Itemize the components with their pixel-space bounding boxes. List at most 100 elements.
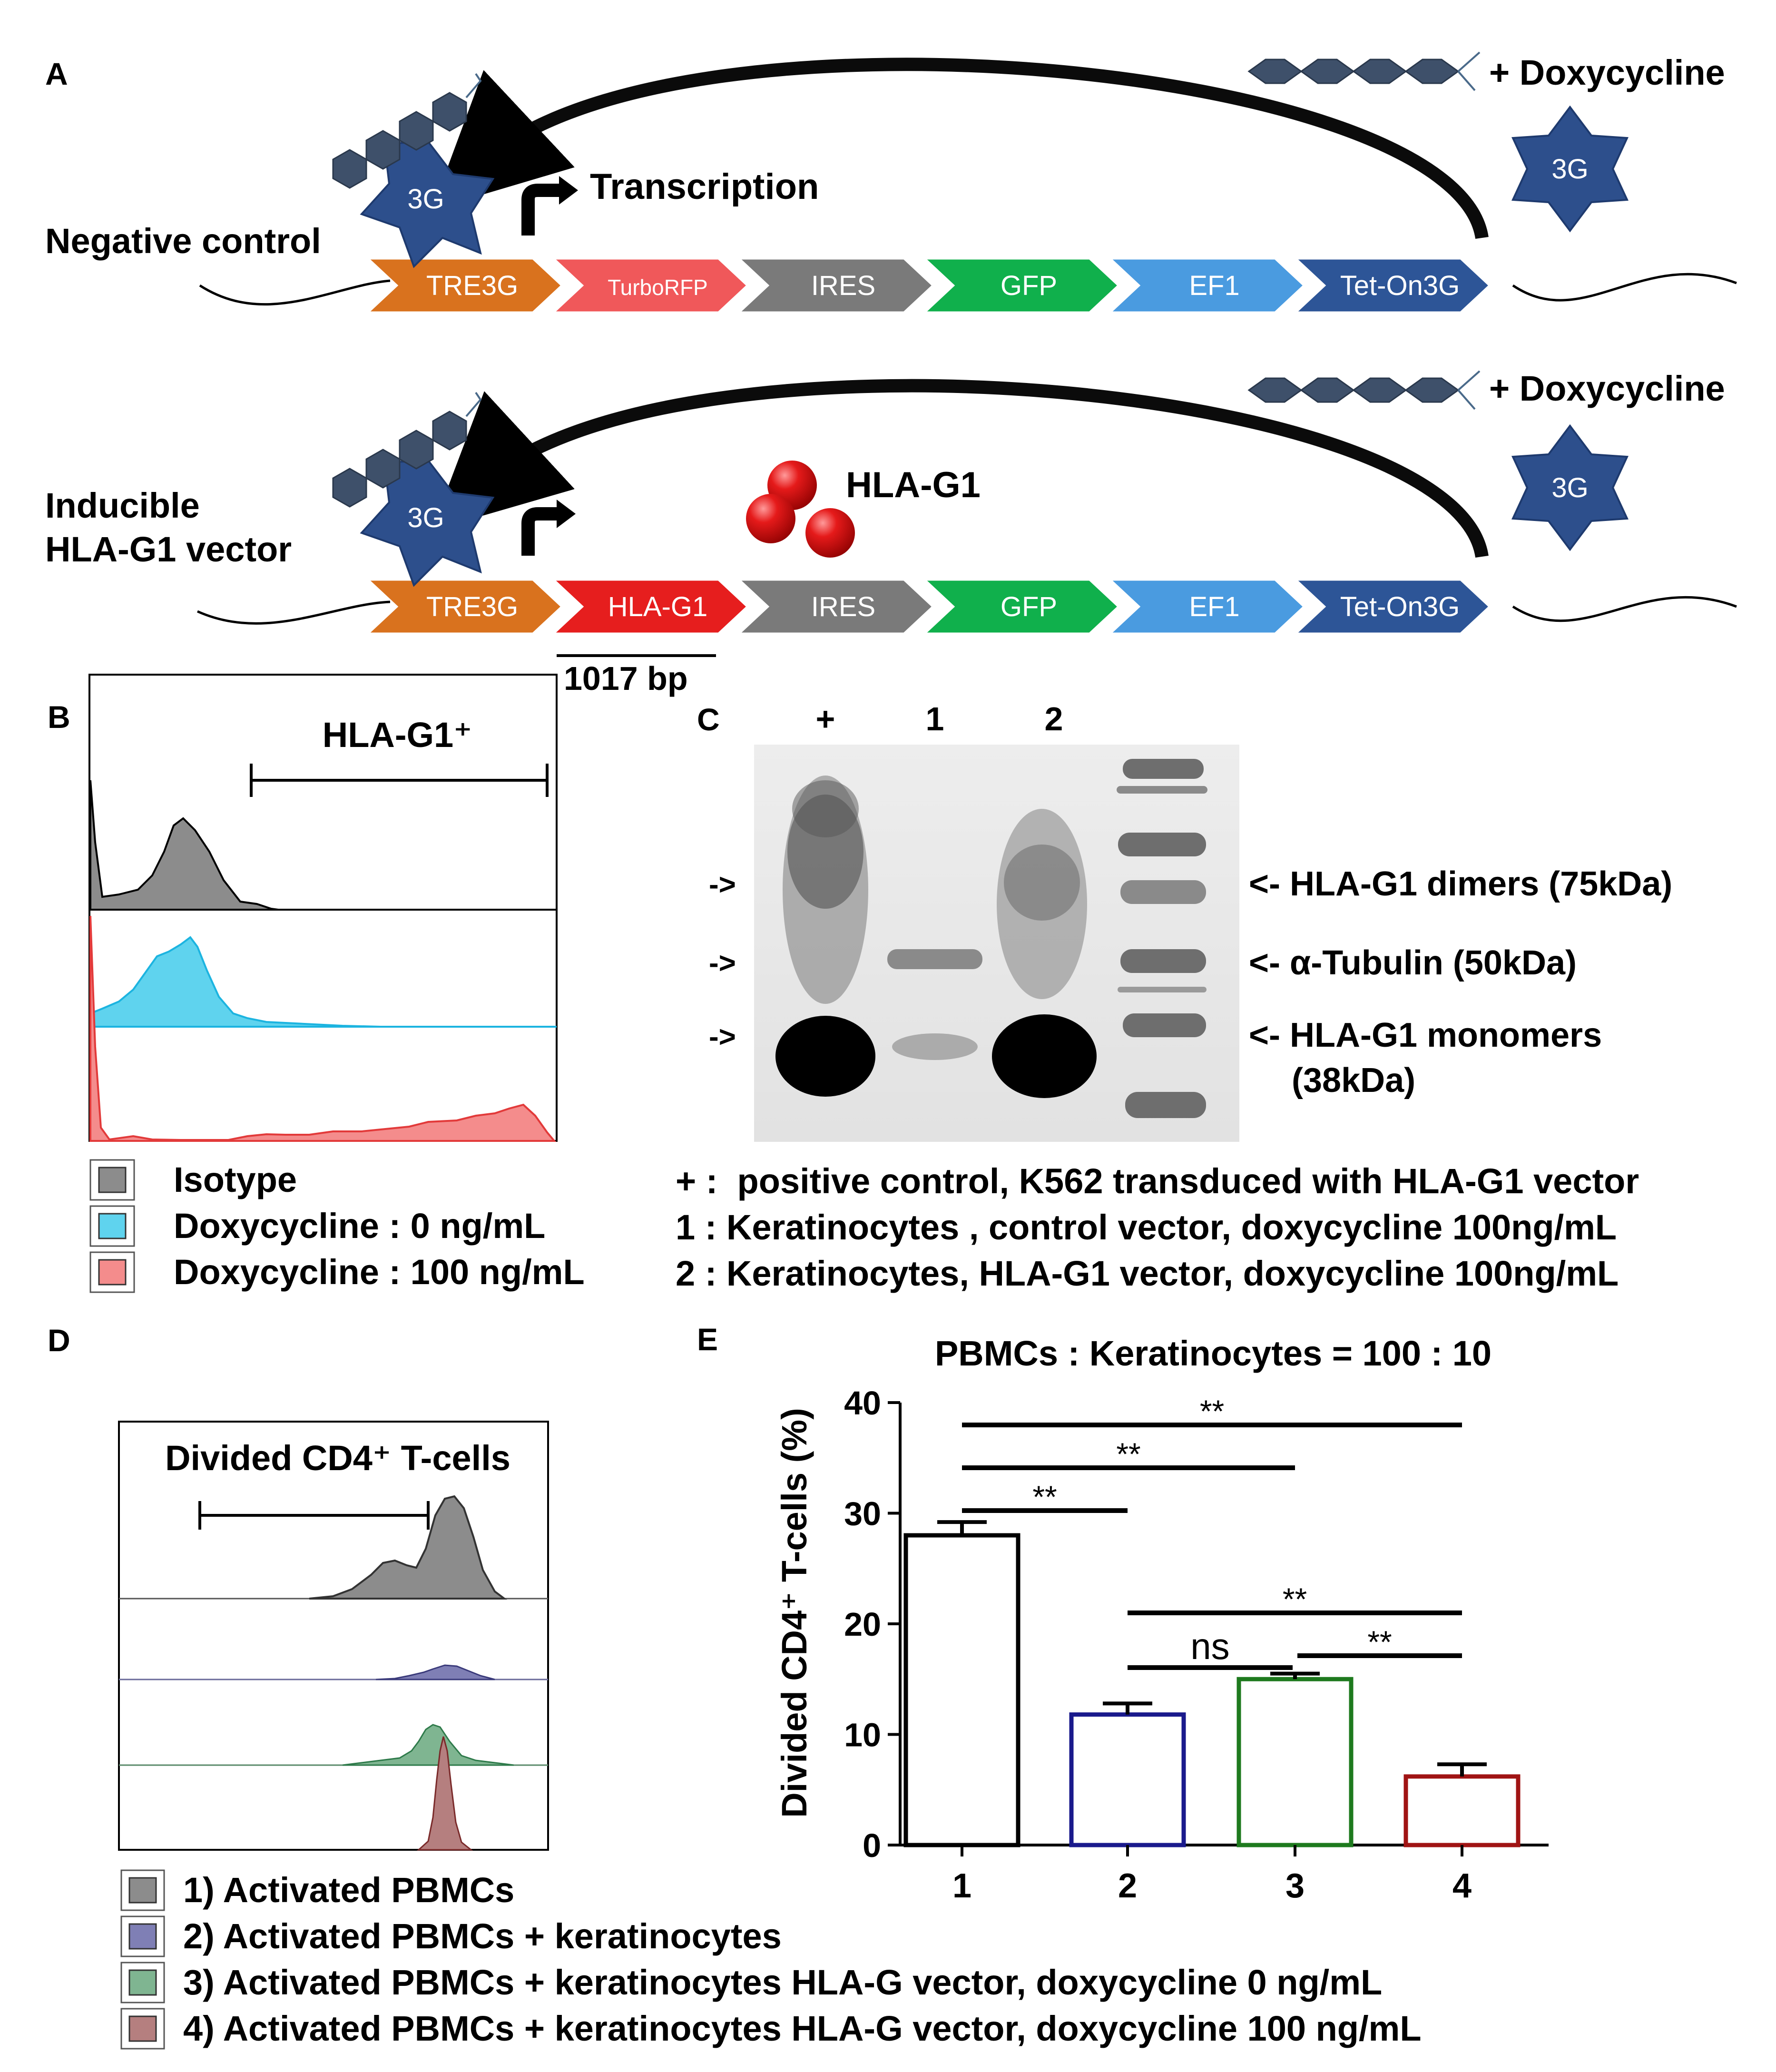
band-label-tubulin: <- α-Tubulin (50kDa) xyxy=(1249,944,1577,982)
svg-text:TRE3G: TRE3G xyxy=(426,591,518,622)
panel-e: E PBMCs : Keratinocytes = 100 : 10 Divid… xyxy=(697,1322,1549,1905)
segment-gfp: GFP xyxy=(923,579,1119,634)
legend-swatch xyxy=(128,1969,157,1996)
significance-label: ** xyxy=(1367,1624,1392,1660)
transcription-arrowhead xyxy=(559,176,578,205)
svg-text:3G: 3G xyxy=(1551,472,1588,503)
gate-label-divided-cd4: Divided CD4⁺ T-cells xyxy=(165,1438,510,1478)
significance-label: ** xyxy=(1200,1394,1224,1429)
dna-strand-left xyxy=(196,600,391,625)
transcription-arrowhead xyxy=(557,500,576,528)
bar-2 xyxy=(1069,1712,1186,1847)
doxycycline-tail xyxy=(465,73,482,98)
legend-swatch xyxy=(98,1213,127,1239)
legend-label: 3) Activated PBMCs + keratinocytes HLA-G… xyxy=(183,1963,1382,2002)
y-tick-label: 20 xyxy=(844,1606,881,1643)
svg-text:TRE3G: TRE3G xyxy=(426,270,518,301)
bar-1 xyxy=(903,1533,1020,1847)
svg-text:Tet-On3G: Tet-On3G xyxy=(1340,591,1460,622)
hla-g1-protein-label: HLA-G1 xyxy=(846,465,981,505)
y-tick-label: 40 xyxy=(844,1385,881,1422)
panel-label-a: A xyxy=(45,56,68,91)
legend-swatch xyxy=(128,1877,157,1904)
lane-label: 2 xyxy=(1045,700,1063,737)
free-tet-on3g-star: 3G xyxy=(1511,105,1629,233)
gate-label-hla-g1: HLA-G1⁺ xyxy=(323,715,472,755)
doxycycline-label: + Doxycycline xyxy=(1489,369,1725,408)
free-tet-on3g-star: 3G xyxy=(1511,424,1629,551)
legend-c: + : positive control, K562 transduced wi… xyxy=(676,1161,1639,1293)
histogram-doxycycline-100 xyxy=(89,915,557,1142)
legend-swatch xyxy=(98,1259,127,1286)
legend-label: 4) Activated PBMCs + keratinocytes HLA-G… xyxy=(183,2009,1422,2048)
legend-item: 4) Activated PBMCs + keratinocytes HLA-G… xyxy=(120,2008,1422,2050)
arrow-dimers: -> xyxy=(709,868,736,901)
hla-g1-protein-icon xyxy=(746,461,855,558)
segment-tet-on3g: Tet-On3G xyxy=(1295,258,1491,313)
bound-tet-on3g-star: 3G xyxy=(360,459,495,587)
bp-label: 1017 bp xyxy=(564,660,688,697)
bound-doxycycline-molecule xyxy=(332,411,467,508)
legend-c-lane-2: 2 : Keratinocytes, HLA-G1 vector, doxycy… xyxy=(676,1254,1619,1293)
legend-swatch xyxy=(128,1923,157,1950)
x-tick-label: 2 xyxy=(1118,1867,1137,1905)
y-axis-label: Divided CD4⁺ T-cells (%) xyxy=(775,1408,814,1817)
doxycycline-tail xyxy=(465,392,482,417)
svg-text:3G: 3G xyxy=(1551,154,1588,185)
x-tick-label: 1 xyxy=(952,1867,971,1905)
legend-swatch xyxy=(98,1167,127,1193)
svg-text:EF1: EF1 xyxy=(1189,591,1239,622)
histogram-pbmcs-keratinocytes xyxy=(375,1664,495,1680)
lane-label: 1 xyxy=(926,700,944,737)
dna-strand-right xyxy=(1512,596,1737,622)
arrow-monomers: -> xyxy=(709,1021,736,1053)
legend-c-lane-1: 1 : Keratinocytes , control vector, doxy… xyxy=(676,1208,1617,1247)
svg-text:GFP: GFP xyxy=(1001,270,1057,301)
bound-tet-on3g-star: 3G xyxy=(360,140,495,268)
legend-c-positive: + : positive control, K562 transduced wi… xyxy=(676,1161,1639,1201)
svg-text:3G: 3G xyxy=(407,502,444,533)
svg-text:IRES: IRES xyxy=(811,270,875,301)
segment-turborfp: TurboRFP xyxy=(552,258,748,313)
legend-item: 1) Activated PBMCs xyxy=(120,1869,514,1911)
band-monomer-lane-positive xyxy=(775,1016,875,1097)
legend-swatch xyxy=(128,2015,157,2042)
bound-doxycycline-molecule xyxy=(332,92,467,189)
svg-text:3G: 3G xyxy=(407,184,444,215)
free-doxycycline-molecule xyxy=(1247,377,1460,403)
svg-text:TurboRFP: TurboRFP xyxy=(608,275,707,300)
bar-4 xyxy=(1403,1774,1521,1847)
legend-label: Doxycycline : 0 ng/mL xyxy=(174,1206,545,1246)
row-label-inducible-line1: Inducible xyxy=(45,486,200,525)
construct-segments: TRE3G TurboRFP IRES GFP EF1 Tet-On3G xyxy=(367,258,1491,313)
histogram-frame xyxy=(118,1421,549,1851)
segment-ef1: EF1 xyxy=(1109,579,1305,634)
legend-label: Isotype xyxy=(174,1160,297,1199)
svg-text:GFP: GFP xyxy=(1001,591,1057,622)
segment-tet-on3g: Tet-On3G xyxy=(1295,579,1491,634)
y-tick-label: 30 xyxy=(844,1495,881,1532)
molecular-weight-ladder xyxy=(1118,759,1206,1118)
legend-label: Doxycycline : 100 ng/mL xyxy=(174,1252,585,1292)
svg-text:EF1: EF1 xyxy=(1189,270,1239,301)
legend-item: 3) Activated PBMCs + keratinocytes HLA-G… xyxy=(120,1962,1382,2003)
panel-label-d: D xyxy=(48,1323,70,1358)
band-label-dimers: <- HLA-G1 dimers (75kDa) xyxy=(1249,865,1672,903)
band-label-monomers-kda: (38kDa) xyxy=(1292,1061,1415,1100)
y-tick-label: 10 xyxy=(844,1717,881,1754)
legend-item: Doxycycline : 0 ng/mL xyxy=(89,1205,545,1247)
x-tick-label: 4 xyxy=(1452,1867,1472,1905)
arrow-tubulin: -> xyxy=(709,947,736,980)
histogram-pbmcs-hla-g-dox0 xyxy=(342,1724,514,1766)
feedback-arrow xyxy=(431,379,1489,558)
significance-label: ** xyxy=(1032,1479,1057,1514)
band-monomer-lane-2 xyxy=(992,1014,1097,1098)
svg-text:IRES: IRES xyxy=(811,591,875,622)
